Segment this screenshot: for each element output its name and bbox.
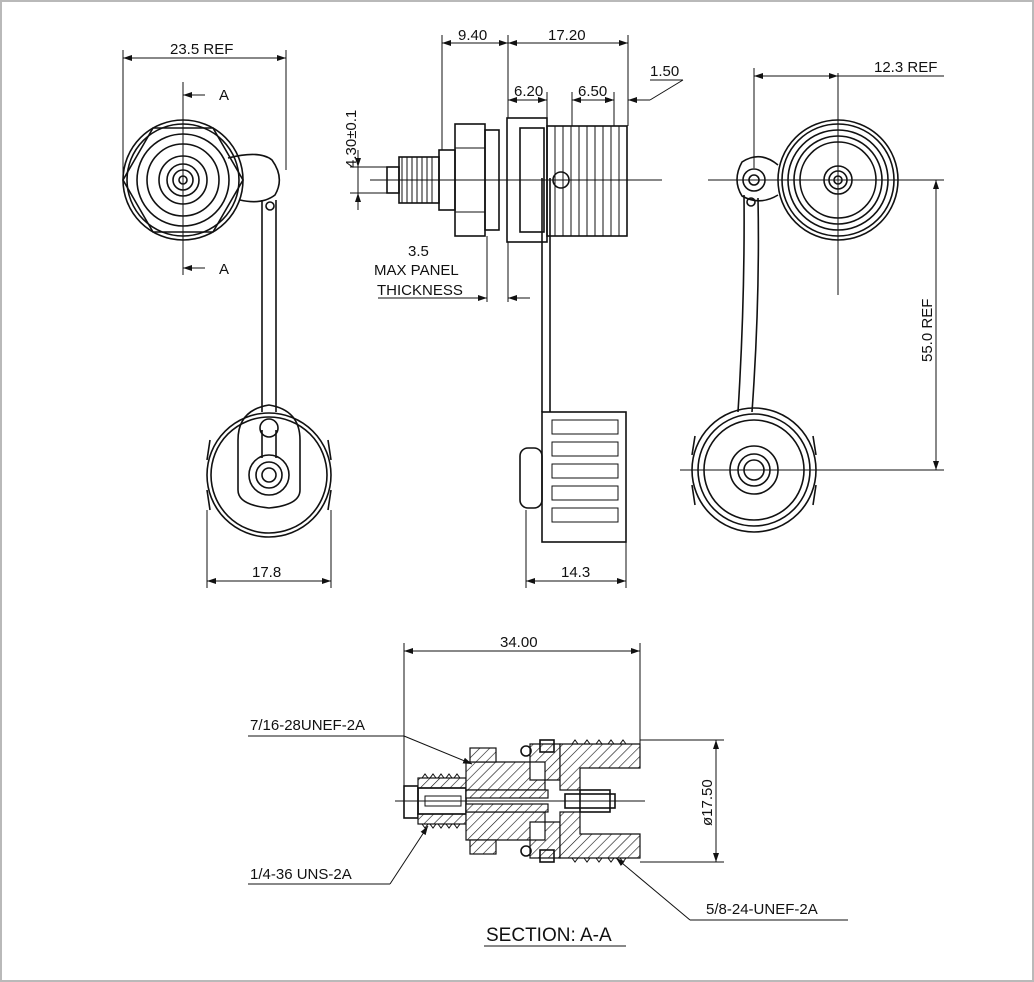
dim-1-50: 1.50: [650, 63, 679, 80]
side-dimensions: 9.40 17.20 6.20 6.50 1.50 4.30±0.1 3.5 M…: [343, 27, 684, 588]
panel-line-2: MAX PANEL: [374, 262, 459, 279]
section-dimensions: 34.00 ø17.50 7/16-28UNEF-2A 1/4-36 UNS-2…: [248, 634, 848, 947]
cap-width-label: 14.3: [561, 564, 590, 581]
section-title: SECTION: A-A: [486, 925, 612, 946]
dim-9-40: 9.40: [458, 27, 487, 44]
diameter-label: ø17.50: [699, 779, 716, 826]
thread-left-label: 1/4-36 UNS-2A: [250, 866, 352, 883]
left-dimensions: 23.5 REF A A 17.8: [122, 41, 332, 588]
width-ref-label: 23.5 REF: [170, 41, 233, 58]
dim-17-20: 17.20: [548, 27, 586, 44]
section-view: [395, 739, 645, 863]
section-mark-bottom: A: [219, 261, 229, 278]
dim-4-30: 4.30±0.1: [343, 110, 360, 168]
thread-right-label: 5/8-24-UNEF-2A: [706, 901, 818, 918]
thread-top-label: 7/16-28UNEF-2A: [250, 717, 365, 734]
offset-ref-label: 12.3 REF: [874, 59, 937, 76]
dim-6-50: 6.50: [578, 83, 607, 100]
panel-line-3: THICKNESS: [377, 282, 463, 299]
panel-line-1: 3.5: [408, 243, 429, 260]
cap-diameter-label: 17.8: [252, 564, 281, 581]
right-rear-view: [680, 73, 900, 533]
left-front-view: [122, 82, 332, 538]
section-mark-top: A: [219, 87, 229, 104]
side-view: [370, 117, 662, 543]
length-ref-label: 55.0 REF: [919, 299, 936, 362]
dim-6-20: 6.20: [514, 83, 543, 100]
right-dimensions: 12.3 REF 55.0 REF: [753, 59, 944, 471]
overall-length-label: 34.00: [500, 634, 538, 651]
